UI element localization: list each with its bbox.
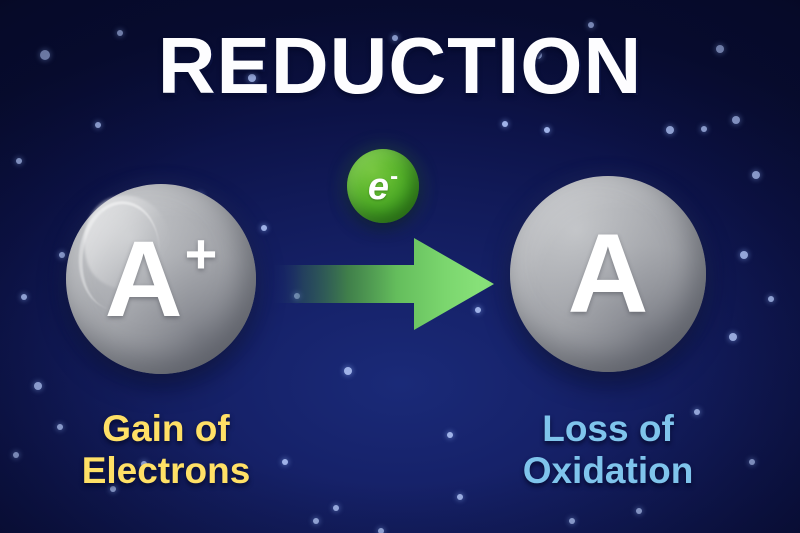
caption-gain-of-electrons: Gain of Electrons: [81, 408, 251, 492]
electron-bubble: e -: [347, 149, 419, 223]
arrow-icon: [272, 238, 494, 330]
sphere-shading: [510, 176, 706, 372]
neutral-atom-sphere: A: [510, 176, 706, 372]
reaction-arrow: [272, 232, 498, 336]
neutral-atom-label: A: [510, 176, 706, 372]
cation-charge: +: [184, 222, 218, 285]
cation-sphere: A +: [66, 184, 256, 374]
page-title: REDUCTION: [157, 21, 643, 110]
caption-loss-of-oxidation: Loss of Oxidation: [522, 408, 694, 492]
cation-label: A +: [66, 184, 256, 374]
electron-charge: -: [390, 163, 399, 190]
neutral-atom-symbol: A: [567, 211, 649, 336]
cation-symbol: A: [104, 218, 183, 339]
electron-symbol: e: [367, 166, 390, 208]
